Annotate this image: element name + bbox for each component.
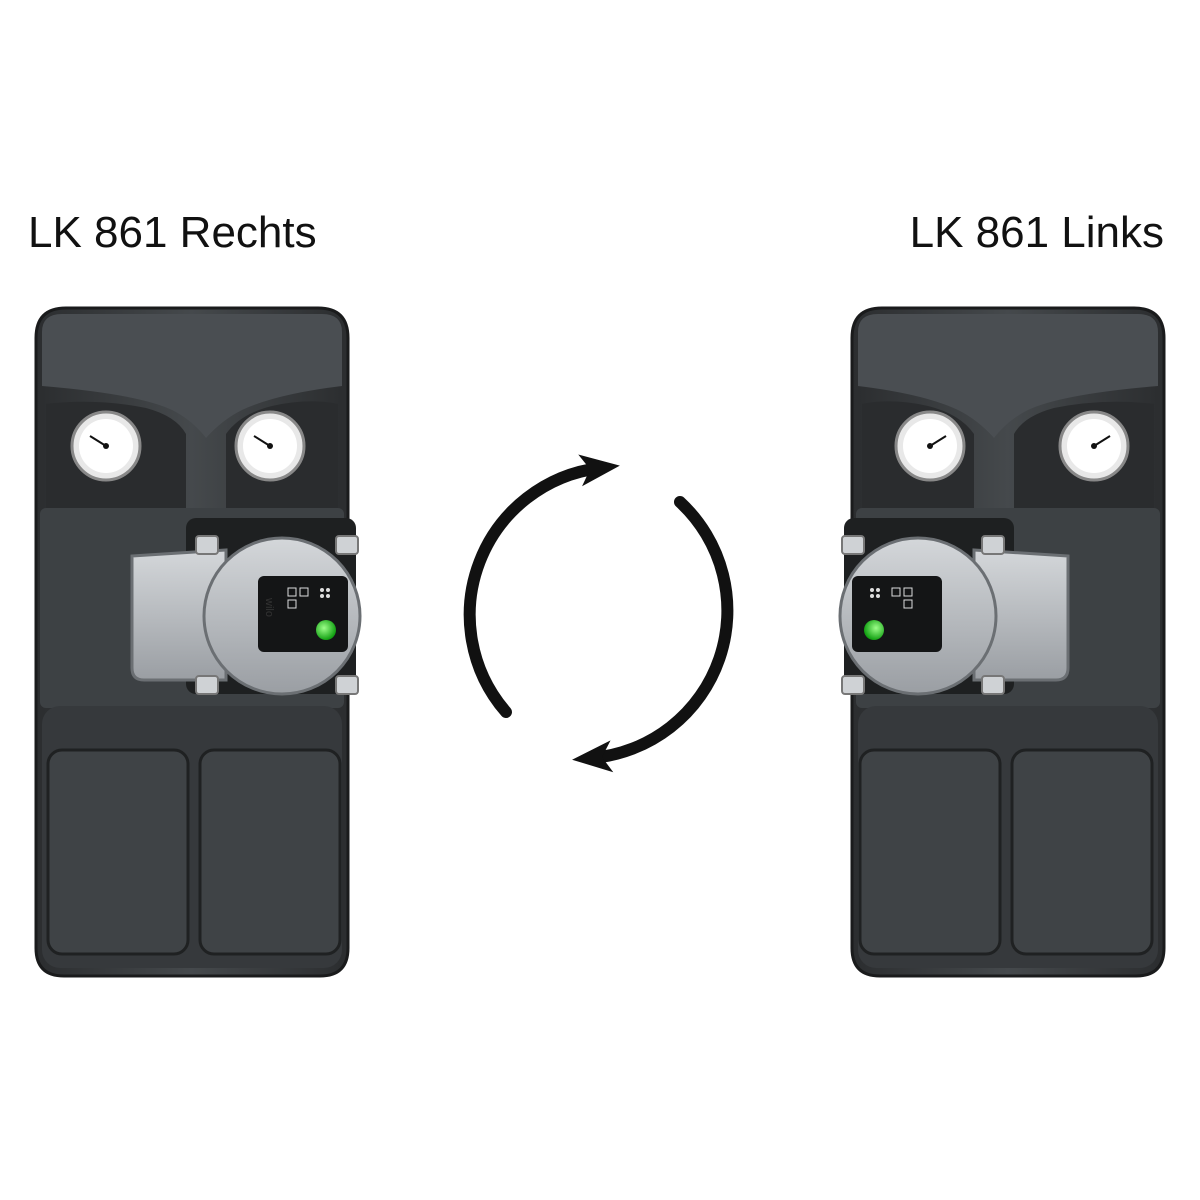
title-lk861-links: LK 861 Links: [909, 208, 1164, 257]
pump-brand-text: wilo: [263, 597, 275, 617]
pump-station-links: [838, 306, 1166, 978]
title-lk861-rechts: LK 861 Rechts: [28, 208, 317, 257]
circular-swap-arrows-icon: [463, 454, 734, 773]
pump-station-rechts: wilo: [34, 306, 362, 978]
